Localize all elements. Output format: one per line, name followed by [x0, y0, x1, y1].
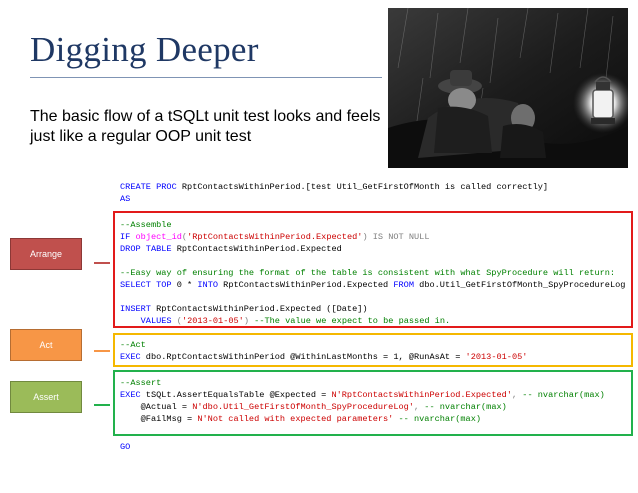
code-string: N'dbo.Util_GetFirstOfMonth_SpyProcedureL… [192, 402, 414, 412]
code-line-format-comment: --Easy way of ensuring the format of the… [120, 268, 616, 278]
arrange-label: Arrange [10, 238, 82, 270]
assert-connector [94, 404, 110, 406]
act-section-frame [113, 333, 633, 367]
code-string: N'RptContactsWithinPeriod.Expected' [331, 390, 512, 400]
code-comment: -- nvarchar(max) [398, 414, 482, 424]
code-line-assert-actual: @Actual = N'dbo.Util_GetFirstOfMonth_Spy… [120, 402, 507, 412]
code-line-if-exists: IF object_id('RptContactsWithinPeriod.Ex… [120, 232, 430, 242]
code-keyword: INTO [197, 280, 219, 290]
code-line-create-proc: CREATE PROC RptContactsWithinPeriod.[tes… [120, 181, 548, 193]
code-text: ) IS NOT NULL [362, 232, 430, 242]
code-text: RptContactsWithinPeriod.Expected [171, 244, 342, 254]
code-text: dbo.RptContactsWithinPeriod @WithinLastM… [140, 352, 466, 362]
code-function: object_id [135, 232, 182, 242]
code-line-assert-comment: --Assert [120, 378, 162, 388]
code-keyword: DROP TABLE [120, 244, 172, 254]
lantern-photo-image [388, 8, 628, 168]
code-text: @Actual = [120, 402, 193, 412]
code-keyword: SELECT TOP [120, 280, 172, 290]
code-text: tSQLt.AssertEqualsTable @Expected = [140, 390, 332, 400]
code-keyword: CREATE PROC [120, 182, 177, 192]
code-line-values: VALUES ('2013-01-05') --The value we exp… [140, 316, 451, 326]
code-comment: -- nvarchar(max) [424, 402, 507, 412]
code-comment: --The value we expect to be passed in. [254, 316, 451, 326]
code-line-act-comment: --Act [120, 340, 146, 350]
act-label: Act [10, 329, 82, 361]
arrange-connector [94, 262, 110, 264]
assert-section-frame [113, 370, 633, 436]
code-line-select-into: SELECT TOP 0 * INTO RptContactsWithinPer… [120, 279, 625, 291]
arrange-section-frame [113, 211, 633, 328]
slide-subtitle: The basic flow of a tSQLt unit test look… [30, 108, 381, 145]
slide-title: Digging Deeper [30, 30, 259, 69]
code-keyword: VALUES [140, 316, 172, 326]
code-string: 'RptContactsWithinPeriod.Expected' [187, 232, 363, 242]
code-line-insert: INSERT RptContactsWithinPeriod.Expected … [120, 303, 368, 315]
code-line-go: GO [120, 442, 131, 452]
code-keyword: INSERT [120, 304, 151, 314]
code-text: RptContactsWithinPeriod.[test Util_GetFi… [176, 182, 549, 192]
code-keyword: EXEC [120, 390, 141, 400]
code-text: dbo.Util_GetFirstOfMonth_SpyProcedureLog [414, 280, 626, 290]
code-string: '2013-01-05' [181, 316, 244, 326]
code-text: RptContactsWithinPeriod.Expected [218, 280, 394, 290]
act-connector [94, 350, 110, 352]
code-keyword: EXEC [120, 352, 141, 362]
code-text: RptContactsWithinPeriod.Expected ([Date]… [150, 304, 368, 314]
code-line-drop-table: DROP TABLE RptContactsWithinPeriod.Expec… [120, 243, 342, 255]
code-string: N'Not called with expected parameters' [197, 414, 394, 424]
code-line-assemble-comment: --Assemble [120, 220, 172, 230]
code-keyword: IF [120, 232, 131, 242]
code-string: '2013-01-05' [465, 352, 528, 362]
code-text: @FailMsg = [120, 414, 198, 424]
title-divider [30, 77, 382, 78]
code-line-as: AS [120, 194, 131, 204]
code-keyword: FROM [393, 280, 414, 290]
code-text: 0 * [171, 280, 198, 290]
code-line-assert-exec: EXEC tSQLt.AssertEqualsTable @Expected =… [120, 390, 605, 400]
code-line-exec-proc: EXEC dbo.RptContactsWithinPeriod @Within… [120, 351, 527, 363]
code-line-assert-failmsg: @FailMsg = N'Not called with expected pa… [120, 413, 481, 425]
assert-label: Assert [10, 381, 82, 413]
code-comment: -- nvarchar(max) [522, 390, 605, 400]
